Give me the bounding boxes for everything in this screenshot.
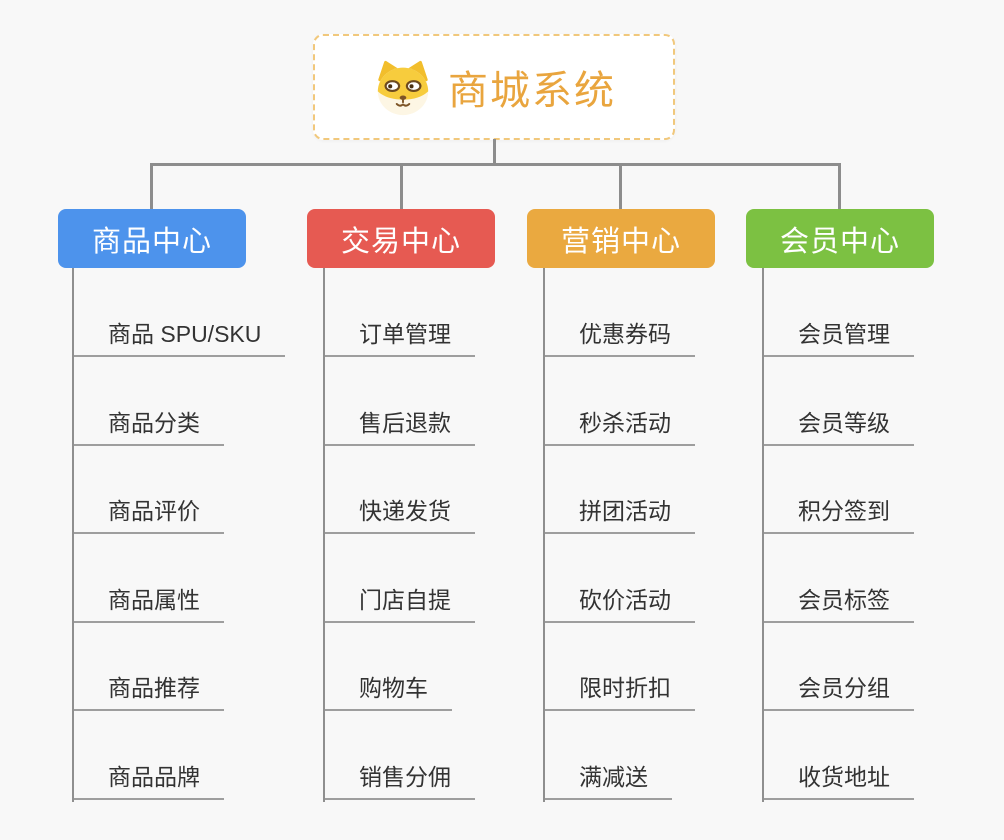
connector-drop-trade xyxy=(400,163,403,209)
child-node-points-checkin[interactable]: 积分签到 xyxy=(764,495,914,535)
child-node-member-level[interactable]: 会员等级 xyxy=(764,407,914,446)
connector-drop-member xyxy=(838,163,841,209)
branch-children-product: 商品 SPU/SKU 商品分类 商品评价 商品属性 商品推荐 商品品牌 xyxy=(72,268,286,802)
child-node-group-buy[interactable]: 拼团活动 xyxy=(545,495,695,535)
branch-node-member-center[interactable]: 会员中心 xyxy=(746,209,934,268)
connector-drop-product xyxy=(150,163,153,209)
child-node-aftersale-refund[interactable]: 售后退款 xyxy=(325,407,475,446)
child-node-sales-commission[interactable]: 销售分佣 xyxy=(325,761,475,800)
child-node-member-management[interactable]: 会员管理 xyxy=(764,318,914,357)
child-node-coupon-code[interactable]: 优惠券码 xyxy=(545,318,695,357)
branch-children-trade: 订单管理 售后退款 快递发货 门店自提 购物车 销售分佣 xyxy=(323,268,475,802)
child-node-store-pickup[interactable]: 门店自提 xyxy=(325,584,475,623)
branch-children-marketing: 优惠券码 秒杀活动 拼团活动 砍价活动 限时折扣 满减送 xyxy=(543,268,695,802)
branch-node-product-center[interactable]: 商品中心 xyxy=(58,209,246,268)
connector-root-drop xyxy=(493,139,496,166)
child-node-limited-time-discount[interactable]: 限时折扣 xyxy=(545,672,695,712)
root-node[interactable]: 商城系统 xyxy=(313,34,675,140)
child-node-product-spu-sku[interactable]: 商品 SPU/SKU xyxy=(74,318,286,357)
child-node-product-recommend[interactable]: 商品推荐 xyxy=(74,672,224,712)
child-node-flash-sale[interactable]: 秒杀活动 xyxy=(545,407,695,446)
shiba-dog-icon xyxy=(372,59,434,116)
child-node-bargain-activity[interactable]: 砍价活动 xyxy=(545,584,695,623)
connector-drop-marketing xyxy=(619,163,622,209)
branch-children-member: 会员管理 会员等级 积分签到 会员标签 会员分组 收货地址 xyxy=(762,268,914,802)
connector-horizontal-bar xyxy=(150,163,840,166)
child-node-product-category[interactable]: 商品分类 xyxy=(74,407,224,446)
child-node-shopping-cart[interactable]: 购物车 xyxy=(325,672,452,712)
child-node-spend-and-save[interactable]: 满减送 xyxy=(545,761,672,800)
child-node-member-groups[interactable]: 会员分组 xyxy=(764,672,914,712)
child-node-order-management[interactable]: 订单管理 xyxy=(325,318,475,357)
child-node-product-attribute[interactable]: 商品属性 xyxy=(74,584,224,623)
child-node-product-review[interactable]: 商品评价 xyxy=(74,495,224,535)
branch-node-marketing-center[interactable]: 营销中心 xyxy=(527,209,715,268)
child-node-product-brand[interactable]: 商品品牌 xyxy=(74,761,224,800)
root-title: 商城系统 xyxy=(448,69,616,113)
child-node-express-delivery[interactable]: 快递发货 xyxy=(325,495,475,535)
child-node-shipping-address[interactable]: 收货地址 xyxy=(764,761,914,800)
child-node-member-tags[interactable]: 会员标签 xyxy=(764,584,914,623)
branch-node-trade-center[interactable]: 交易中心 xyxy=(307,209,495,268)
